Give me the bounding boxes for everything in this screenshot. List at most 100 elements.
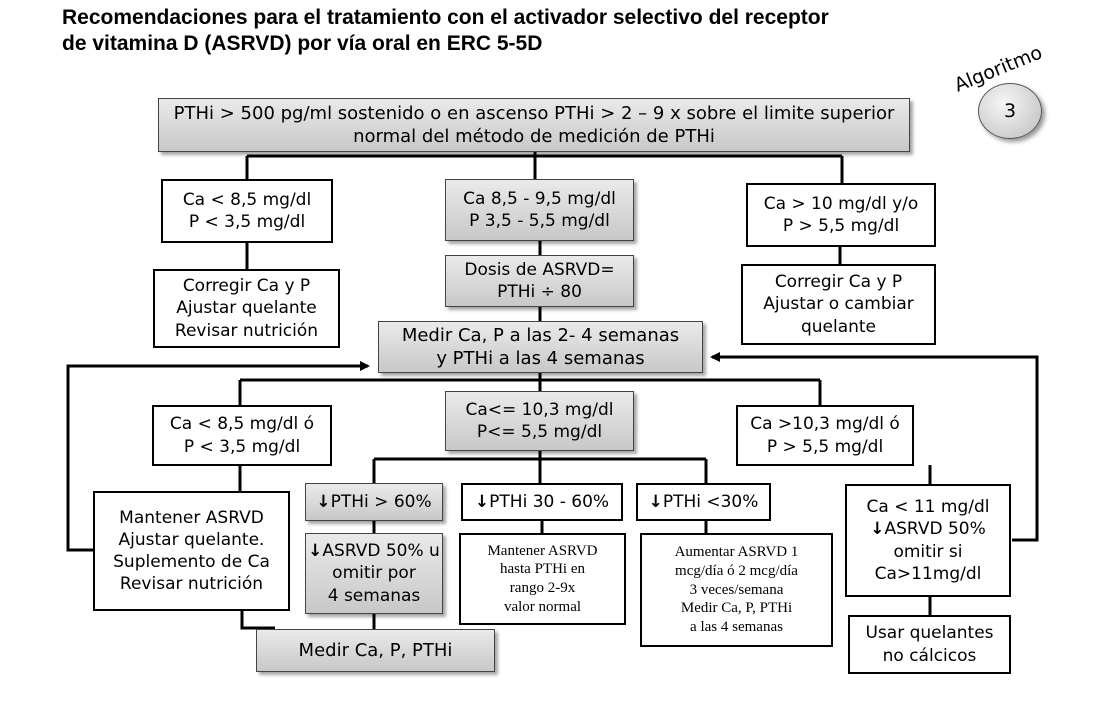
pth-above-60-box: ↓PTHi > 60% (305, 483, 443, 521)
box-text-line: Corregir Ca y P (183, 275, 310, 297)
box-text-line: P < 3,5 mg/dl (184, 436, 300, 458)
box-text-line: no cálcicos (883, 645, 977, 667)
box-text: PTHi > 60% (330, 491, 432, 512)
box-text-line: y PTHi a las 4 semanas (436, 347, 644, 370)
box-text-line: P<= 5,5 mg/dl (477, 421, 602, 443)
box-text-line: ↓PTHi > 60% (316, 491, 431, 513)
box-text: Revisar nutrición (119, 574, 264, 595)
box-text: Medir Ca, P, PTHi (298, 639, 453, 661)
box-text-line: Ca<= 10,3 mg/dl (465, 399, 613, 421)
box-text-line: P < 3,5 mg/dl (189, 211, 305, 233)
box-text-line: omitir si (893, 541, 962, 563)
box-text-line: Mantener ASRVD (119, 507, 264, 529)
box-text: Ajustar quelante (176, 298, 317, 319)
box-text-line: Ca >10,3 mg/dl ó (750, 413, 900, 435)
box-text: rango 2-9x (509, 580, 576, 596)
top-criteria-box: PTHi > 500 pg/ml sostenido o en ascenso … (158, 98, 910, 152)
box-text-line: ↓PTHi 30 - 60% (475, 491, 609, 513)
down-arrow-icon: ↓ (316, 491, 331, 512)
box-text-line: a las 4 semanas (690, 618, 783, 637)
box-text-line: Ajustar o cambiar (763, 293, 914, 315)
box-text-line: Ajustar quelante (176, 297, 317, 319)
box-text-line: Ajustar quelante. (119, 529, 265, 551)
box-text: P > 5,5 mg/dl (782, 216, 900, 236)
pth-below-30-box: ↓PTHi <30% (636, 483, 771, 521)
box-text-line: 4 semanas (328, 585, 421, 607)
box-text-line: rango 2-9x (510, 579, 575, 598)
box-text: ASRVD 50% u (322, 541, 440, 562)
box-text: a las 4 semanas (690, 619, 783, 636)
down-arrow-icon: ↓ (870, 519, 885, 540)
box-text-line: Revisar nutrición (120, 573, 263, 595)
box-text: PTHi <30% (662, 491, 759, 512)
algorithm-number: 3 (1003, 100, 1017, 122)
down-arrow-icon: ↓ (474, 491, 490, 512)
box-text: valor normal (503, 598, 582, 615)
box-text: P<= 5,5 mg/dl (476, 422, 603, 442)
dose-box: Dosis de ASRVD=PTHi ÷ 80 (445, 255, 634, 307)
box-text: Ca 8,5 - 9,5 mg/dl (463, 188, 616, 209)
box-text-line: PTHi ÷ 80 (497, 281, 582, 303)
box-text-line: normal del método de medición de PTHi (353, 125, 715, 148)
box-text: Ajustar o cambiar (763, 294, 914, 315)
box-text: Usar quelantes (865, 623, 994, 644)
box-text: Ca < 11 mg/dl (866, 497, 990, 518)
box-text-line: ↓ASRVD 50% (870, 518, 985, 540)
box-text: 4 semanas (327, 585, 421, 606)
box-text: PTHi 30 - 60% (489, 491, 610, 512)
box-text-line: mcg/día ó 2 mcg/día (675, 562, 798, 581)
box-text-line: valor normal (504, 598, 581, 617)
down-arrow-icon: ↓ (308, 541, 323, 562)
box-text-line: Suplemento de Ca (113, 551, 270, 573)
box-text: P < 3,5 mg/dl (183, 436, 301, 457)
diagram-title: Recomendaciones para el tratamiento con … (62, 5, 942, 57)
box-text: Medir Ca, P, PTHi (680, 600, 793, 617)
feedback-arrow-maintain (240, 610, 275, 630)
box-text: omitir por (332, 563, 416, 584)
box-text: quelante (800, 316, 877, 337)
box-text: hasta PTHi en (500, 561, 585, 578)
box-text: P 3,5 - 5,5 mg/dl (469, 211, 610, 231)
box-text-line: ↓PTHi <30% (649, 491, 759, 513)
title-line-2: de vitamina D (ASRVD) por vía oral en ER… (62, 32, 543, 55)
box-text: omitir si (893, 541, 963, 562)
box-text: Dosis de ASRVD= (464, 259, 615, 280)
box-text: Ca >10,3 mg/dl ó (750, 414, 900, 435)
algorithm-number-badge: 3 (978, 83, 1042, 139)
box-text: Suplemento de Ca (113, 552, 270, 572)
box-text: mcg/día ó 2 mcg/día (675, 562, 798, 579)
box-text-line: Ca 8,5 - 9,5 mg/dl (463, 188, 616, 210)
box-text-line: P > 5,5 mg/dl (783, 215, 899, 237)
box-text-line: Ca>11mg/dl (875, 563, 982, 585)
box-text-line: Dosis de ASRVD= (464, 259, 614, 281)
box-text-line: P 3,5 - 5,5 mg/dl (469, 210, 610, 232)
box-text: P < 3,5 mg/dl (188, 212, 306, 232)
feedback-arrow-right (710, 352, 1039, 542)
box-text-line: Revisar nutrición (175, 320, 318, 342)
box-text: 3 veces/semana (689, 581, 784, 598)
box-text-line: Corregir Ca y P (775, 271, 902, 293)
box-text-line: PTHi > 500 pg/ml sostenido o en ascenso … (174, 102, 895, 125)
box-text: y PTHi a las 4 semanas (436, 348, 645, 369)
box-text: Medir Ca, P a las 2- 4 semanas (401, 324, 680, 346)
box-text: Mantener ASRVD (119, 507, 264, 528)
box-text: no cálcicos (882, 645, 977, 666)
box-text-line: Ca > 10 mg/dl y/o (764, 193, 919, 215)
box-text-line: quelante (801, 316, 876, 338)
down-arrow-icon: ↓ (648, 491, 663, 512)
box-text: Revisar nutrición (174, 320, 319, 341)
box-text: ASRVD 50% (884, 519, 986, 540)
box-text-line: Medir Ca, P, PTHi (299, 639, 453, 662)
